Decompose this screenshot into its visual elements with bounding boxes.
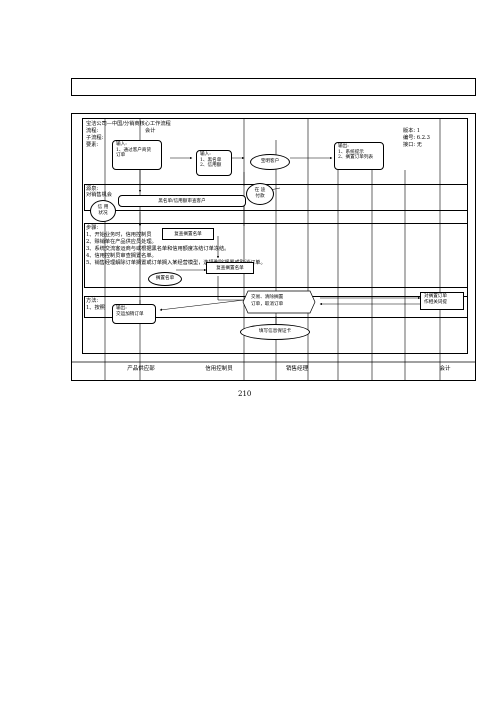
meta-element: 要素: (86, 142, 99, 148)
step-3: 3、系统交流客运商与或根据黑名单和信用额度冻结订单冻结。 (86, 246, 230, 252)
release-hold-hexagon (242, 290, 316, 314)
lane-credit-controller: 信用控制员 (205, 366, 233, 372)
output-left-node: 输出: 交运加销订单 (112, 304, 156, 324)
steps-title: 步骤: (86, 225, 99, 231)
meta-accounting: 会计 (145, 128, 156, 134)
fill-card-oval: 填写信息保证卡 (240, 324, 310, 340)
lane-accounting: 会计 (439, 366, 451, 372)
sales-customer-oval: 宝明客户 (250, 154, 290, 170)
process-title: 宝洁公司—中国/分销商核心工作流程 (86, 121, 171, 127)
meta-interface: 接口: 无 (403, 142, 422, 148)
lane-sales-manager: 销售经理 (285, 366, 308, 372)
process-frame (71, 113, 476, 381)
output-right-node: 输出: 1、系统提示 2、搁置订单列表 (334, 142, 384, 170)
lane-product-supply: 产品供应部 (127, 366, 155, 372)
step-4: 4、信用控制员审查搁置名单。 (86, 253, 157, 259)
method-1: 1、按照 (86, 305, 105, 311)
source-label: 源泉: (86, 186, 99, 192)
meta-version: 版本: 1 (403, 128, 421, 134)
header-box (71, 78, 476, 96)
method-title: 方法: (86, 298, 99, 304)
notice-right-node: 对搁置订单 作相关词提 (420, 292, 464, 310)
input-mid-node: 输入: 1、黑名单 2、信用额 (196, 150, 232, 176)
blacklist-check-bar: 黑名单/信用额审查客户 (118, 195, 246, 207)
meta-process: 流程: (86, 128, 99, 134)
step-2: 2、赊销单在产品供应员处理。 (86, 239, 157, 245)
review-hold-box-2: 复查搁置名单 (206, 262, 254, 274)
meta-number: 编号: 6.2.3 (403, 135, 430, 141)
step-5: 5、销售经理解除订单搁置或订单搁入某经营模型，选择删除搁置或取消订单。 (86, 260, 266, 266)
on-account-oval: 在 途 付款 (246, 183, 274, 205)
meta-subprocess: 子流程: (86, 135, 104, 141)
page-number: 210 (238, 390, 252, 398)
hold-list-oval: 搁置名单 (148, 272, 182, 286)
review-hold-box-1: 复查搁置名单 (162, 228, 214, 240)
source-sub: 对销售机会 (86, 192, 112, 198)
step-1: 1、开始业务时，信用控制员 (86, 232, 152, 238)
input-left-node: 输入: 1、通过客户商货 订单 (112, 140, 162, 170)
credit-status-oval: 信 用 状况 (90, 200, 116, 222)
release-hold-line-2: 订单，取消订单 (251, 302, 284, 307)
release-hold-line-1: 交易、清除搁置 (251, 295, 284, 300)
